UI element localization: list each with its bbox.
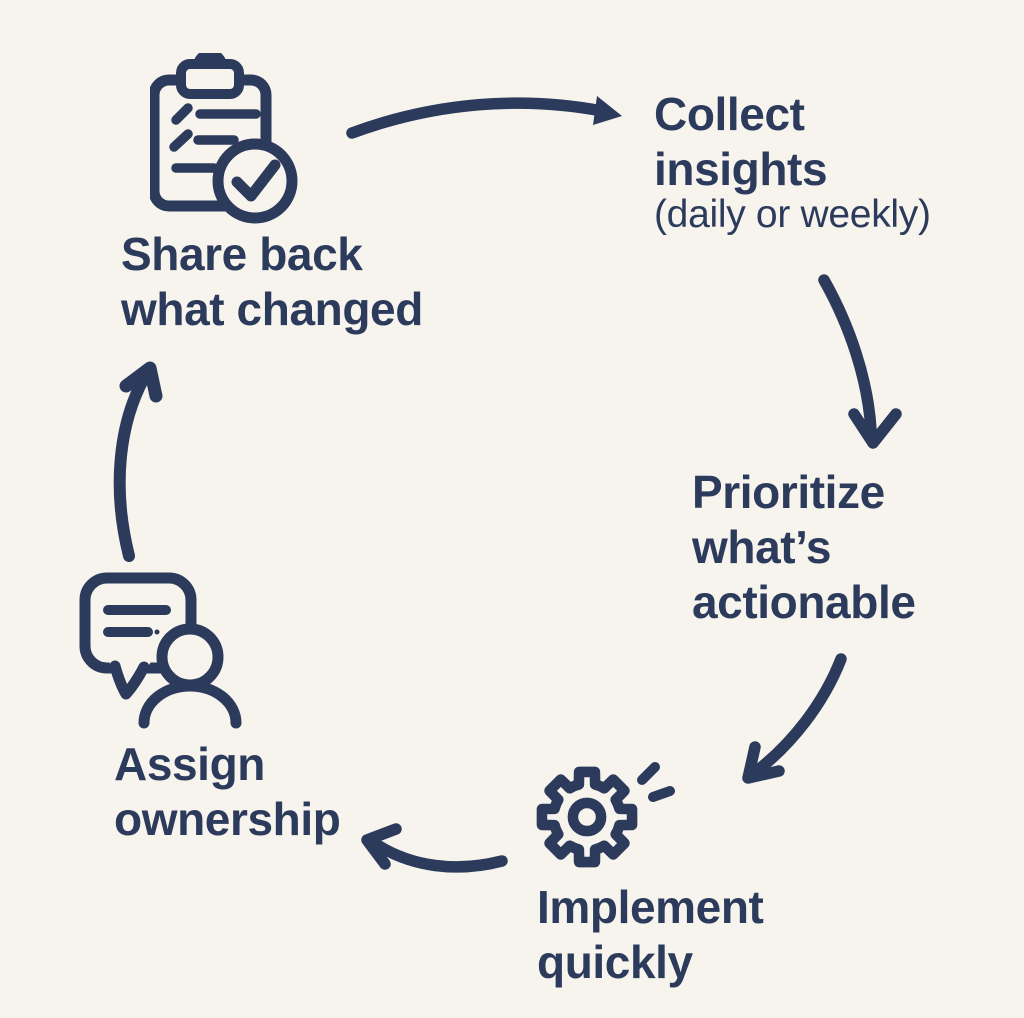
arrow-prioritize-to-implement: [742, 653, 847, 784]
step-label-assign-ownership: Assign ownership: [114, 738, 341, 845]
step-label-share-back: Share back what changed: [121, 228, 423, 335]
clipboard-check-icon: [150, 53, 298, 224]
step-label-collect-insights: Collect insights: [654, 88, 828, 195]
arrow-collect-to-prioritize: [818, 274, 902, 449]
chat-person-icon: [79, 572, 242, 729]
step-sublabel-collect-insights: (daily or weekly): [654, 193, 931, 236]
step-label-prioritize: Prioritize what’s actionable: [692, 466, 916, 628]
arrow-share-to-collect: [346, 96, 622, 139]
gear-icon: [536, 762, 675, 868]
spark-dash: [648, 786, 675, 802]
step-label-implement-quickly: Implement quickly: [537, 881, 764, 988]
arrow-assign-to-share: [113, 361, 163, 562]
arrow-implement-to-assign: [361, 823, 508, 873]
spark-dash: [637, 762, 660, 785]
